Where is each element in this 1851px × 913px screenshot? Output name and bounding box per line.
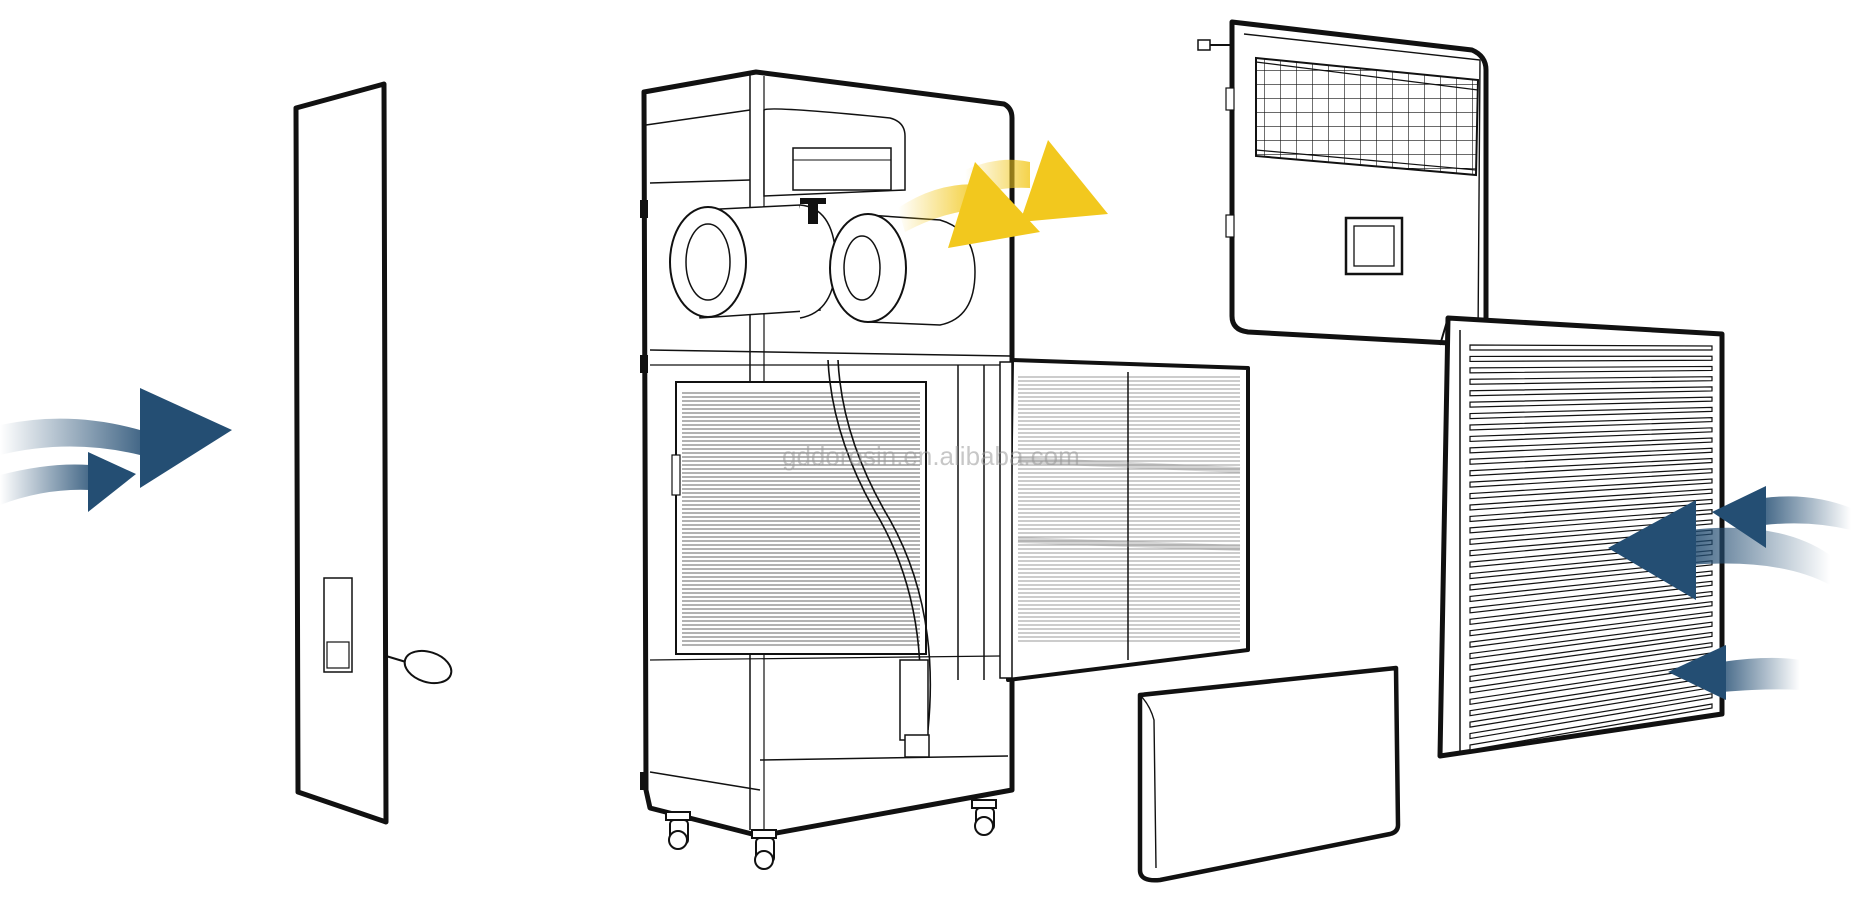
left-side-panel (293, 81, 453, 825)
caster-wheel-icon (665, 811, 691, 850)
louver-slat (1469, 580, 1713, 614)
louver-slat (1469, 396, 1713, 408)
louver-slat (1469, 703, 1713, 751)
louver-slat (1469, 427, 1713, 443)
front-grille-panel (1197, 19, 1489, 348)
louver-slat (1469, 621, 1713, 660)
louver-slat (1469, 631, 1713, 671)
blower-fan-right (829, 213, 976, 326)
display-window (1344, 216, 1404, 276)
louver-slat (1469, 416, 1713, 431)
louver-slat (1469, 641, 1713, 683)
arrow-right-icon (0, 452, 136, 512)
louver-slat (1469, 365, 1713, 374)
caster-wheel-icon (971, 799, 997, 836)
louver-slat (1469, 488, 1713, 511)
louver-slat (1469, 406, 1713, 420)
louver-slat (1469, 611, 1713, 648)
inflow-arrows-left (0, 388, 232, 512)
louver-slat (1469, 344, 1713, 351)
louver-slat (1469, 355, 1713, 363)
arrow-right-icon (0, 388, 232, 488)
outflow-arrows (898, 140, 1108, 248)
louver-slat (1469, 570, 1713, 603)
watermark-text: gddorosin.en.alibaba.com (782, 441, 1080, 471)
louver-slat (1469, 447, 1713, 465)
louver-slat (1469, 478, 1713, 500)
louver-slat (1469, 468, 1713, 488)
handle-icon (385, 649, 453, 685)
louver-slat (1469, 601, 1713, 637)
inflow-arrows-right (1608, 486, 1851, 700)
vent-grille (1255, 56, 1480, 177)
louver-slat (1469, 376, 1713, 385)
louver-slat (1469, 457, 1713, 477)
pre-filter-cartridge (999, 358, 1250, 682)
louver-slat (1469, 437, 1713, 454)
main-cabinet (640, 69, 1015, 870)
louver-slat (1469, 386, 1713, 397)
caster-wheel-icon (751, 829, 777, 870)
arrow-left-icon (1668, 645, 1800, 700)
louver-slat (1469, 590, 1713, 625)
blower-fan-left (669, 204, 837, 319)
louver-slat (1469, 498, 1713, 523)
louver-slat (1469, 509, 1713, 534)
bottom-panel (1137, 665, 1401, 883)
arrow-left-icon (1712, 486, 1851, 548)
louver-slat (1469, 693, 1713, 740)
arrow-right-icon (965, 140, 1108, 222)
arrow-left-icon (1608, 500, 1830, 600)
